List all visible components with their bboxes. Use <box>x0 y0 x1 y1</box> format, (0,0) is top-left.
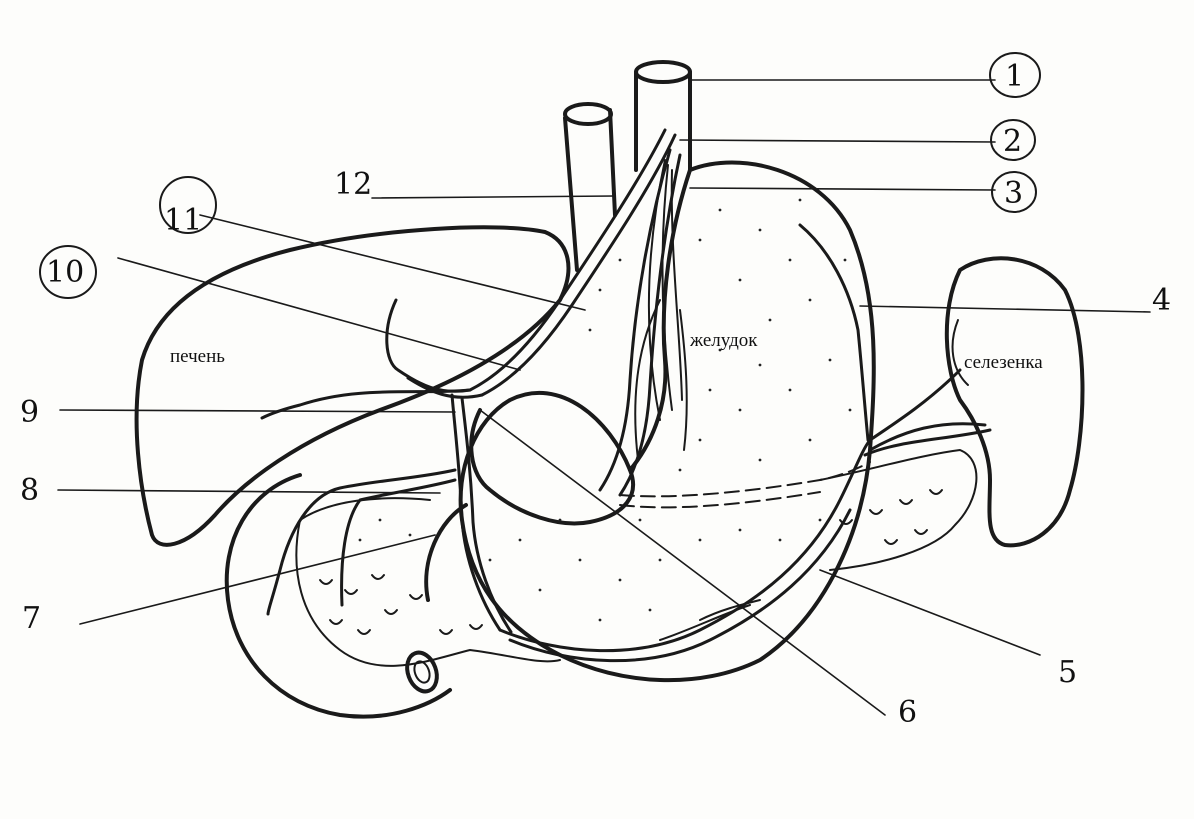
stomach-outline <box>458 160 876 683</box>
leader-lines <box>57 79 1151 716</box>
esophagus-opening <box>634 60 692 84</box>
leader-2 <box>679 139 996 143</box>
aorta-tube <box>563 108 617 272</box>
label-12: 12 <box>334 167 372 202</box>
label-1: 1 <box>1005 59 1024 94</box>
leader-10 <box>117 257 521 371</box>
label-9: 9 <box>20 395 39 430</box>
label-4: 4 <box>1152 283 1171 318</box>
leader-9 <box>59 409 456 413</box>
celiac-vessels <box>260 128 992 663</box>
liver-outline <box>134 225 571 547</box>
label-2: 2 <box>1003 124 1022 159</box>
esophagus <box>634 70 692 172</box>
spleen-outline <box>944 256 1085 548</box>
duodenal-papilla-inner <box>413 660 431 684</box>
leader-4 <box>859 305 1151 313</box>
label-liver: печень <box>170 346 225 367</box>
label-5: 5 <box>1058 655 1077 690</box>
stomach-stipple <box>358 198 852 622</box>
splenic-vein-dashed <box>619 491 821 509</box>
label-8: 8 <box>20 473 39 508</box>
label-spleen: селезенка <box>964 352 1043 373</box>
duodenal-papilla <box>405 650 439 694</box>
number-circles <box>39 52 1041 299</box>
leader-7 <box>79 534 436 625</box>
aorta-opening <box>563 102 613 126</box>
label-10: 10 <box>46 255 84 290</box>
label-6: 6 <box>898 695 917 730</box>
duodenum-outline <box>224 473 452 719</box>
leader-6 <box>479 409 886 716</box>
leader-12 <box>371 195 616 199</box>
label-3: 3 <box>1004 176 1023 211</box>
leader-8 <box>57 489 441 494</box>
vagal-fibers <box>634 159 761 641</box>
leader-11 <box>199 214 586 311</box>
splenic-artery-dashed <box>619 461 871 498</box>
spleen-hilum <box>951 319 969 386</box>
label-11: 11 <box>164 203 202 238</box>
label-7: 7 <box>22 601 41 636</box>
stomach-lesser-curve <box>628 168 692 472</box>
label-stomach: желудок <box>689 330 758 351</box>
pancreas-outline <box>295 449 978 667</box>
leader-5 <box>819 569 1041 656</box>
pancreas-texture <box>319 489 943 635</box>
stomach-pylorus <box>424 503 468 602</box>
leader-3 <box>689 187 996 191</box>
